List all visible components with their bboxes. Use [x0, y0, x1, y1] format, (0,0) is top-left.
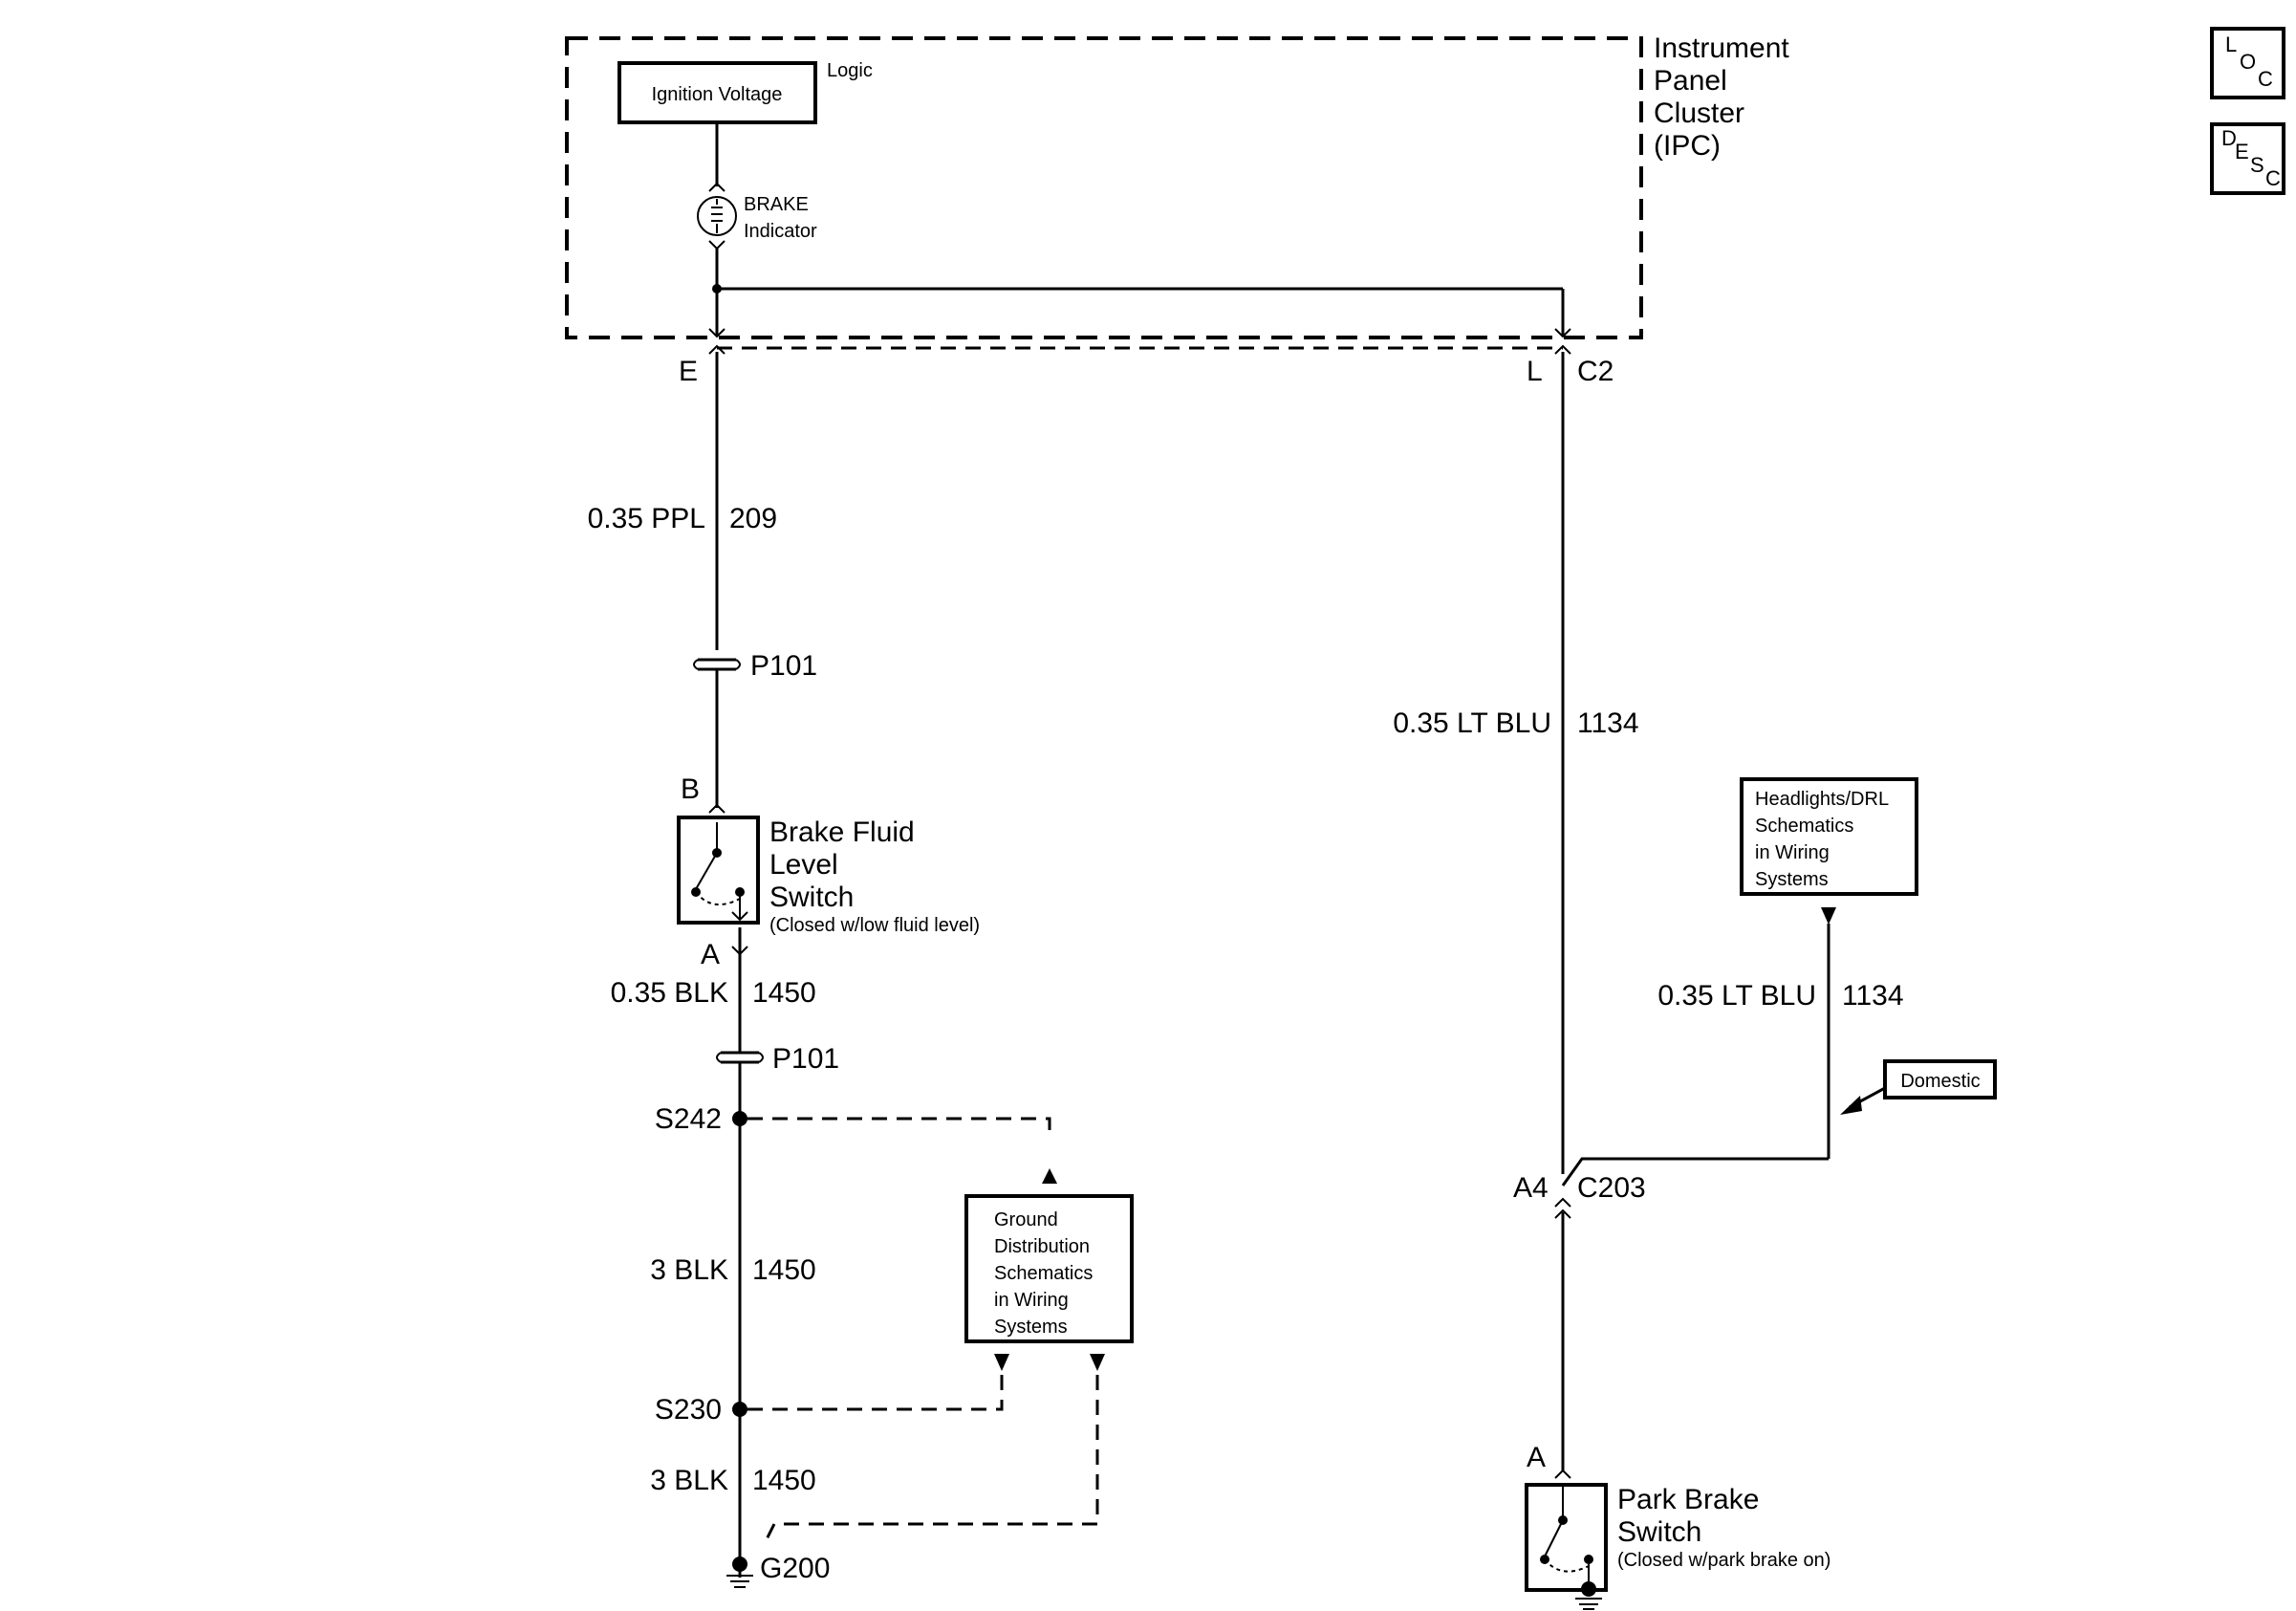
pin-a-connector-park [1554, 1469, 1571, 1479]
splice-s242-label: S242 [655, 1103, 722, 1135]
brake-fluid-switch-label-3: Switch [769, 882, 854, 913]
p101-label-1: P101 [750, 650, 817, 682]
brake-fluid-switch-box [677, 816, 760, 925]
ipc-label-1: Instrument [1654, 33, 1789, 64]
dash-s242-to-ground-dist [747, 1117, 1051, 1138]
ipc-label-2: Panel [1654, 65, 1727, 97]
connector-indicator-bottom [708, 240, 726, 250]
ignition-voltage-label: Ignition Voltage [652, 84, 783, 105]
wire-1134-gauge-1: 0.35 LT BLU [1393, 708, 1551, 739]
brake-fluid-switch-label-2: Level [769, 849, 838, 881]
headlights-line-3: in Wiring [1755, 842, 1830, 863]
dash-s230-to-ground-dist [747, 1375, 1004, 1411]
ground-distribution-box[interactable] [964, 1194, 1134, 1343]
domestic-label: Domestic [1900, 1071, 1980, 1092]
arrow-pin-l [1554, 328, 1571, 338]
connector-c203-label: C203 [1577, 1172, 1646, 1204]
park-brake-switch-box [1525, 1483, 1608, 1592]
brake-fluid-switch-note: (Closed w/low fluid level) [769, 915, 980, 936]
pin-a-label-switch: A [701, 939, 720, 970]
ground-dist-line-5: Systems [994, 1317, 1068, 1338]
pin-b-label: B [681, 773, 700, 805]
pin-e-label: E [679, 356, 698, 387]
domestic-tag [1883, 1059, 1997, 1099]
dash-g200-to-ground-dist [763, 1375, 1099, 1544]
connector-c2-label: C2 [1577, 356, 1614, 387]
wire-1450-c-gauge: 3 BLK [650, 1465, 728, 1496]
headlights-line-2: Schematics [1755, 816, 1853, 837]
brake-indicator-label-1: BRAKE [744, 194, 809, 215]
pin-b-connector [708, 803, 726, 814]
ground-dist-line-4: in Wiring [994, 1290, 1069, 1311]
wire-1134-circuit-2: 1134 [1842, 980, 1904, 1012]
brake-indicator-icon [697, 196, 737, 236]
ipc-label-4: (IPC) [1654, 130, 1721, 162]
desc-letter-d: D [2221, 126, 2237, 150]
ground-dist-arrow-down-2 [1090, 1354, 1105, 1371]
wire-209-circuit: 209 [729, 503, 777, 534]
desc-button[interactable]: D E S C [2210, 122, 2285, 195]
pin-a-label-park: A [1527, 1442, 1546, 1473]
splice-s242-icon [732, 1111, 747, 1126]
wire-1450-a-gauge: 0.35 BLK [611, 977, 728, 1009]
wire-1450-c-circuit: 1450 [752, 1465, 816, 1496]
wire-1450-a-circuit: 1450 [752, 977, 816, 1009]
wire-1134-gauge-2: 0.35 LT BLU [1657, 980, 1816, 1012]
domestic-arrow-head [1840, 1096, 1862, 1115]
switch-contact-icon [691, 822, 748, 922]
ground-dist-line-2: Distribution [994, 1236, 1090, 1257]
headlights-arrow-down [1821, 907, 1836, 925]
wire-1450-b-circuit: 1450 [752, 1254, 816, 1286]
arrow-pin-e [708, 328, 726, 338]
ground-dist-line-1: Ground [994, 1209, 1058, 1230]
p101-label-2: P101 [772, 1043, 839, 1075]
splice-s230-label: S230 [655, 1394, 722, 1426]
park-switch-contact-icon [1540, 1485, 1593, 1589]
pin-l-connector [1554, 344, 1571, 355]
p101-connector-icon-2 [716, 1051, 764, 1064]
ground-g200-label: G200 [760, 1553, 830, 1584]
wire-209-gauge: 0.35 PPL [588, 503, 705, 534]
wire-1450-b-gauge: 3 BLK [650, 1254, 728, 1286]
brake-fluid-switch-label-1: Brake Fluid [769, 816, 915, 848]
ground-dist-line-3: Schematics [994, 1263, 1093, 1284]
park-brake-label-1: Park Brake [1617, 1484, 1759, 1515]
desc-letter-s: S [2250, 153, 2264, 177]
connector-indicator-top [708, 182, 726, 192]
brake-indicator-label-2: Indicator [744, 221, 817, 242]
headlights-drl-box[interactable] [1740, 777, 1918, 896]
wire-1134-to-c203 [1561, 1157, 1829, 1186]
loc-letter-c: C [2258, 67, 2273, 91]
pin-e-connector [708, 344, 726, 355]
park-brake-label-2: Switch [1617, 1516, 1701, 1548]
headlights-line-1: Headlights/DRL [1755, 789, 1889, 810]
wire-1134-circuit-1: 1134 [1577, 708, 1639, 739]
ground-dist-arrow-down-1 [994, 1354, 1009, 1371]
ipc-label-3: Cluster [1654, 98, 1744, 129]
logic-label: Logic [827, 60, 873, 81]
headlights-line-4: Systems [1755, 869, 1829, 890]
pin-a4-label: A4 [1513, 1172, 1549, 1204]
loc-letter-o: O [2240, 50, 2256, 74]
ipc-boundary [565, 36, 1643, 339]
ground-dist-arrow-up [1042, 1168, 1057, 1184]
ground-g200-icon [726, 1557, 753, 1588]
desc-letter-c: C [2265, 166, 2281, 190]
park-brake-ground-icon [1575, 1581, 1602, 1610]
park-brake-note: (Closed w/park brake on) [1617, 1550, 1830, 1571]
pin-l-label: L [1527, 356, 1543, 387]
connector-c203-icon [1554, 1197, 1571, 1219]
p101-connector-icon [693, 658, 741, 671]
desc-letter-e: E [2235, 140, 2249, 163]
loc-button[interactable]: L O C [2210, 27, 2285, 99]
splice-s230-icon [732, 1402, 747, 1417]
loc-letter-l: L [2225, 33, 2237, 56]
